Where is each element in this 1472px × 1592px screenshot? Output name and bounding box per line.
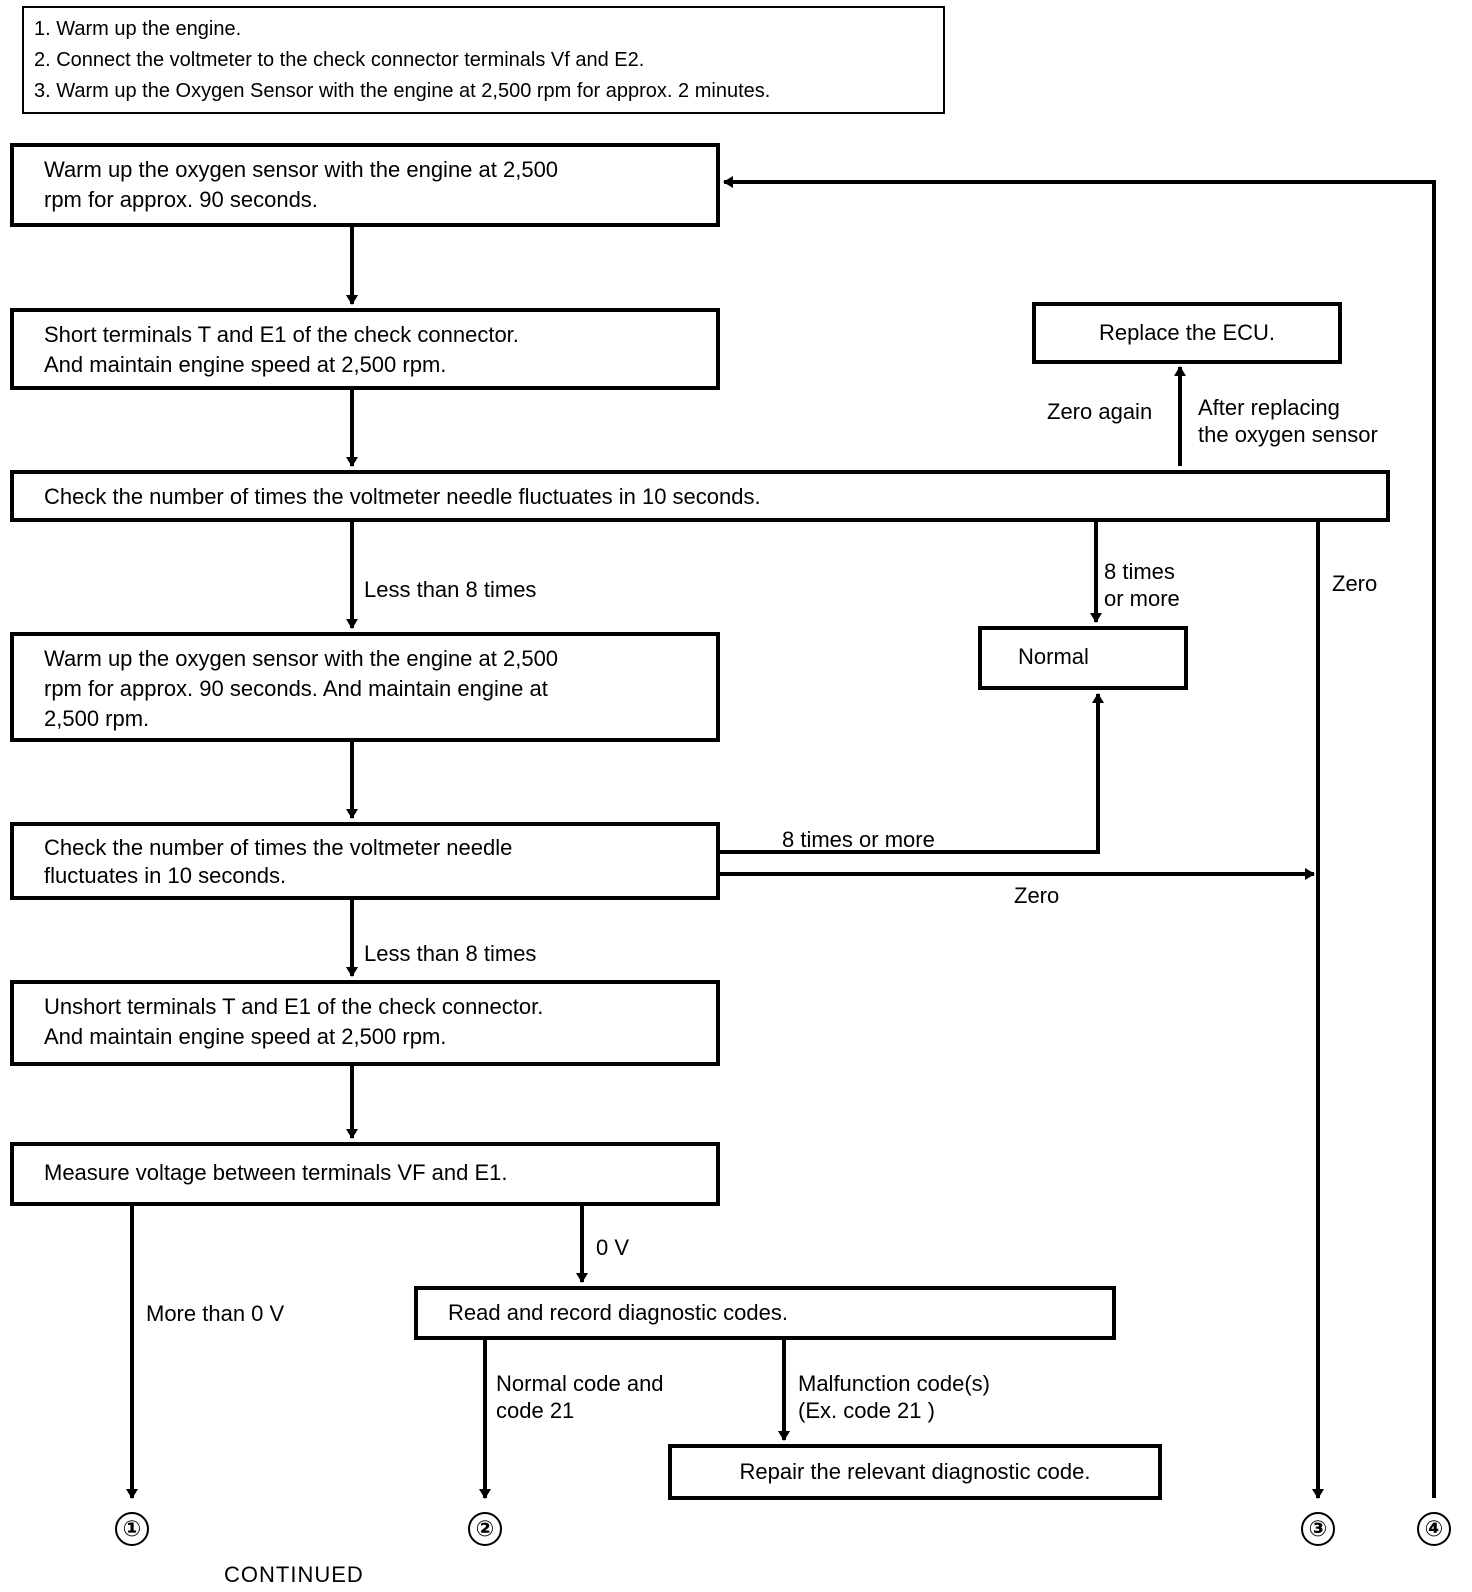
label-after-replacing: After replacing the oxygen sensor	[1198, 395, 1378, 447]
label-zero-again: Zero again	[1047, 399, 1153, 424]
continued-label: CONTINUED	[224, 1562, 364, 1587]
box-normal: Normal	[978, 626, 1188, 690]
prep-step: 2. Connect the voltmeter to the check co…	[34, 49, 645, 71]
label-less-than-8-times-1: Less than 8 times	[364, 577, 537, 602]
box-check-fluctuations-2: Check the number of times the voltmeter …	[10, 822, 720, 900]
arrow-loop-4	[723, 176, 1436, 1498]
label-8-times-or-more-1: 8 times or more	[1104, 559, 1180, 611]
box-repair-diagnostic-code: Repair the relevant diagnostic code.	[668, 1444, 1162, 1500]
box-unshort-terminals-text: Unshort terminals T and E1 of the check …	[44, 994, 544, 1049]
box-unshort-terminals: Unshort terminals T and E1 of the check …	[10, 980, 720, 1066]
box-measure-voltage: Measure voltage between terminals VF and…	[10, 1142, 720, 1206]
box-check-fluctuations-1: Check the number of times the voltmeter …	[10, 470, 1390, 522]
box-warmup-oxygen-sensor-2: Warm up the oxygen sensor with the engin…	[10, 632, 720, 742]
label-0v: 0 V	[596, 1235, 630, 1260]
box-short-terminals-text: Short terminals T and E1 of the check co…	[44, 322, 519, 377]
label-less-than-8-times-2: Less than 8 times	[364, 941, 537, 966]
connector-3: ③	[1301, 1512, 1335, 1546]
box-normal-text: Normal	[1018, 644, 1089, 669]
box-measure-voltage-text: Measure voltage between terminals VF and…	[44, 1160, 508, 1185]
box-warmup-oxygen-sensor-text: Warm up the oxygen sensor with the engin…	[44, 157, 559, 212]
box-check-fluctuations-2-text: Check the number of times the voltmeter …	[44, 835, 513, 888]
preparation-steps: 1. Warm up the engine. 2. Connect the vo…	[22, 6, 945, 114]
label-more-than-0v: More than 0 V	[146, 1301, 285, 1326]
arrow-check2-to-normal	[714, 693, 1104, 854]
connector-2: ②	[468, 1512, 502, 1546]
label-zero-2: Zero	[1014, 883, 1060, 908]
box-repair-diagnostic-code-text: Repair the relevant diagnostic code.	[739, 1459, 1091, 1484]
connector-4: ④	[1417, 1512, 1451, 1546]
box-read-diagnostic-codes: Read and record diagnostic codes.	[414, 1286, 1116, 1340]
connector-1: ①	[115, 1512, 149, 1546]
prep-step: 3. Warm up the Oxygen Sensor with the en…	[34, 80, 771, 102]
prep-step: 1. Warm up the engine.	[34, 18, 242, 40]
label-normal-code: Normal code and code 21	[496, 1371, 664, 1423]
label-8-times-or-more-2: 8 times or more	[782, 827, 935, 852]
box-replace-ecu-text: Replace the ECU.	[1098, 320, 1276, 345]
box-replace-ecu: Replace the ECU.	[1032, 302, 1342, 364]
box-check-fluctuations-1-text: Check the number of times the voltmeter …	[44, 484, 761, 509]
label-zero-1: Zero	[1332, 571, 1378, 596]
box-warmup-oxygen-sensor-2-text: Warm up the oxygen sensor with the engin…	[44, 646, 559, 731]
box-warmup-oxygen-sensor: Warm up the oxygen sensor with the engin…	[10, 143, 720, 227]
box-short-terminals: Short terminals T and E1 of the check co…	[10, 308, 720, 390]
box-read-diagnostic-codes-text: Read and record diagnostic codes.	[448, 1300, 788, 1325]
label-malfunction-code: Malfunction code(s) (Ex. code 21 )	[798, 1371, 990, 1423]
